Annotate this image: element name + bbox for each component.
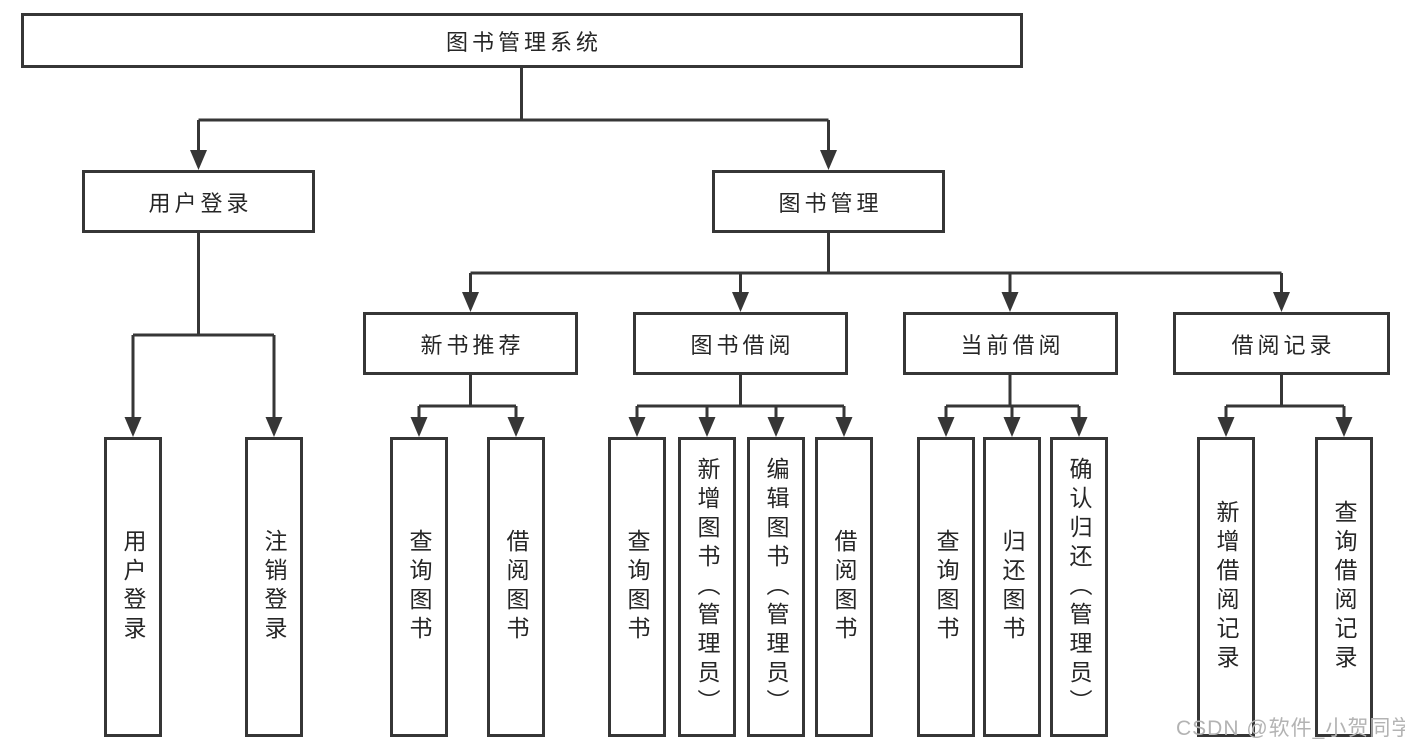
leaf-label: 编辑图书（管理员） xyxy=(763,456,789,718)
arrow-down-icon xyxy=(732,292,749,312)
arrow-down-icon xyxy=(1070,417,1088,437)
leaf-return-books: 归还图书 xyxy=(983,437,1041,737)
arrow-down-icon xyxy=(190,150,207,170)
leaf-label: 新增借阅记录 xyxy=(1213,500,1239,674)
leaf-label: 用户登录 xyxy=(120,529,146,645)
leaf-label: 查询图书 xyxy=(933,529,959,645)
node-new-book-recommendation: 新书推荐 xyxy=(363,312,578,375)
connector-borrowing-records xyxy=(1224,375,1346,424)
connector-new-book-recommendation xyxy=(417,375,518,424)
node-book-management: 图书管理 xyxy=(712,170,945,233)
csdn-watermark: CSDN @软件_小贺同学 xyxy=(1176,717,1405,740)
leaf-label: 借阅图书 xyxy=(503,529,529,645)
leaf-user-login: 用户登录 xyxy=(104,437,162,737)
connector-root xyxy=(197,68,830,157)
arrow-down-icon xyxy=(937,417,955,437)
arrow-down-icon xyxy=(1001,292,1019,312)
leaf-borrow-books: 借阅图书 xyxy=(815,437,873,737)
arrow-down-icon xyxy=(265,417,283,437)
arrow-down-icon xyxy=(410,417,428,437)
leaf-add-books-admin: 新增图书（管理员） xyxy=(678,437,736,737)
leaf-borrow-books-recommend: 借阅图书 xyxy=(487,437,545,737)
leaf-query-books-borrow: 查询图书 xyxy=(608,437,666,737)
leaf-label: 查询图书 xyxy=(624,529,650,645)
connector-current-borrowing xyxy=(944,375,1081,424)
connector-user-login xyxy=(131,233,276,424)
arrow-down-icon xyxy=(507,417,525,437)
node-borrowing-records: 借阅记录 xyxy=(1173,312,1390,375)
leaf-logout-login: 注销登录 xyxy=(245,437,303,737)
leaf-query-books-current: 查询图书 xyxy=(917,437,975,737)
leaf-label: 借阅图书 xyxy=(831,529,857,645)
leaf-label: 查询图书 xyxy=(406,529,432,645)
arrow-down-icon xyxy=(698,417,716,437)
node-book-borrowing: 图书借阅 xyxy=(633,312,848,375)
arrowheads xyxy=(124,150,1353,437)
leaf-add-borrow-record: 新增借阅记录 xyxy=(1197,437,1255,737)
arrow-down-icon xyxy=(628,417,646,437)
leaf-confirm-return-admin: 确认归还（管理员） xyxy=(1050,437,1108,737)
leaf-label: 查询借阅记录 xyxy=(1331,500,1357,674)
leaf-label: 确认归还（管理员） xyxy=(1066,456,1092,718)
leaf-query-borrow-record: 查询借阅记录 xyxy=(1315,437,1373,737)
leaf-label: 注销登录 xyxy=(261,529,287,645)
leaf-label: 归还图书 xyxy=(999,529,1025,645)
arrow-down-icon xyxy=(1273,292,1290,312)
connector-book-borrowing xyxy=(635,375,846,424)
arrow-down-icon xyxy=(462,292,479,312)
leaf-edit-books-admin: 编辑图书（管理员） xyxy=(747,437,805,737)
node-library-management-system: 图书管理系统 xyxy=(21,13,1023,68)
connector-book-management xyxy=(469,233,1283,299)
arrow-down-icon xyxy=(1335,417,1353,437)
arrow-down-icon xyxy=(835,417,853,437)
leaf-label: 新增图书（管理员） xyxy=(694,456,720,718)
node-user-login: 用户登录 xyxy=(82,170,315,233)
node-current-borrowing: 当前借阅 xyxy=(903,312,1118,375)
arrow-down-icon xyxy=(767,417,785,437)
leaf-query-books-recommend: 查询图书 xyxy=(390,437,448,737)
arrow-down-icon xyxy=(820,150,837,170)
arrow-down-icon xyxy=(1003,417,1021,437)
connector-paths xyxy=(131,68,1346,424)
arrow-down-icon xyxy=(1217,417,1235,437)
arrow-down-icon xyxy=(124,417,142,437)
